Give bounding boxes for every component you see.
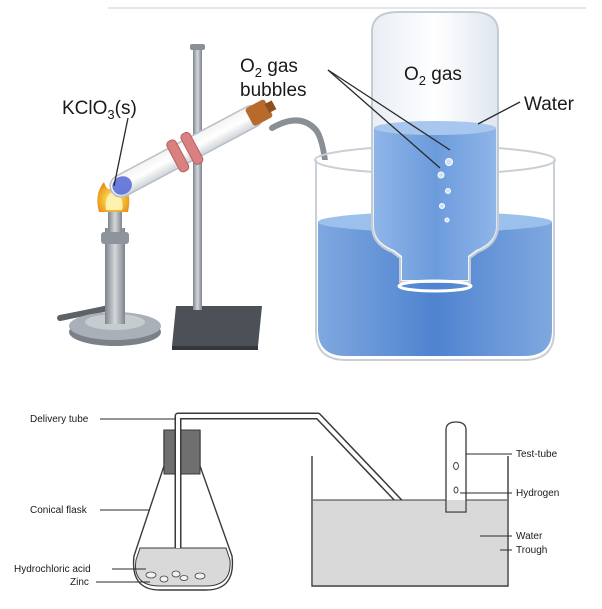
label-trough: Trough (516, 545, 547, 556)
label-hydrogen: Hydrogen (516, 488, 559, 499)
heating-test-tube (109, 99, 277, 198)
gas-bubbles (437, 158, 453, 223)
top-illustration: KClO3(s) O2 gas bubbles O2 gas Water (57, 11, 575, 361)
label-o2-gas: O2 gas (404, 64, 462, 88)
bottom-diagram: Delivery tube Conical flask Hydrochloric… (14, 412, 559, 591)
label-zinc: Zinc (70, 577, 89, 588)
label-o2-bubbles: O2 gas (240, 56, 298, 80)
label-test-tube: Test-tube (516, 449, 558, 460)
bunsen-burner (69, 208, 161, 346)
label-water-bottom: Water (516, 531, 543, 542)
collecting-jar (371, 11, 499, 293)
bottom-pointers (96, 418, 512, 583)
label-conical-flask: Conical flask (30, 505, 88, 516)
top-pointers (113, 69, 521, 187)
label-hydrochloric-acid: Hydrochloric acid (14, 564, 91, 575)
conical-flask (132, 429, 234, 591)
label-bubbles-line2: bubbles (240, 80, 307, 101)
label-kclo3: KClO3(s) (62, 98, 137, 122)
ring-stand (172, 44, 262, 350)
label-delivery-tube: Delivery tube (30, 414, 89, 425)
collecting-test-tube (445, 421, 467, 513)
label-water-top: Water (524, 94, 575, 115)
trough (311, 456, 509, 587)
